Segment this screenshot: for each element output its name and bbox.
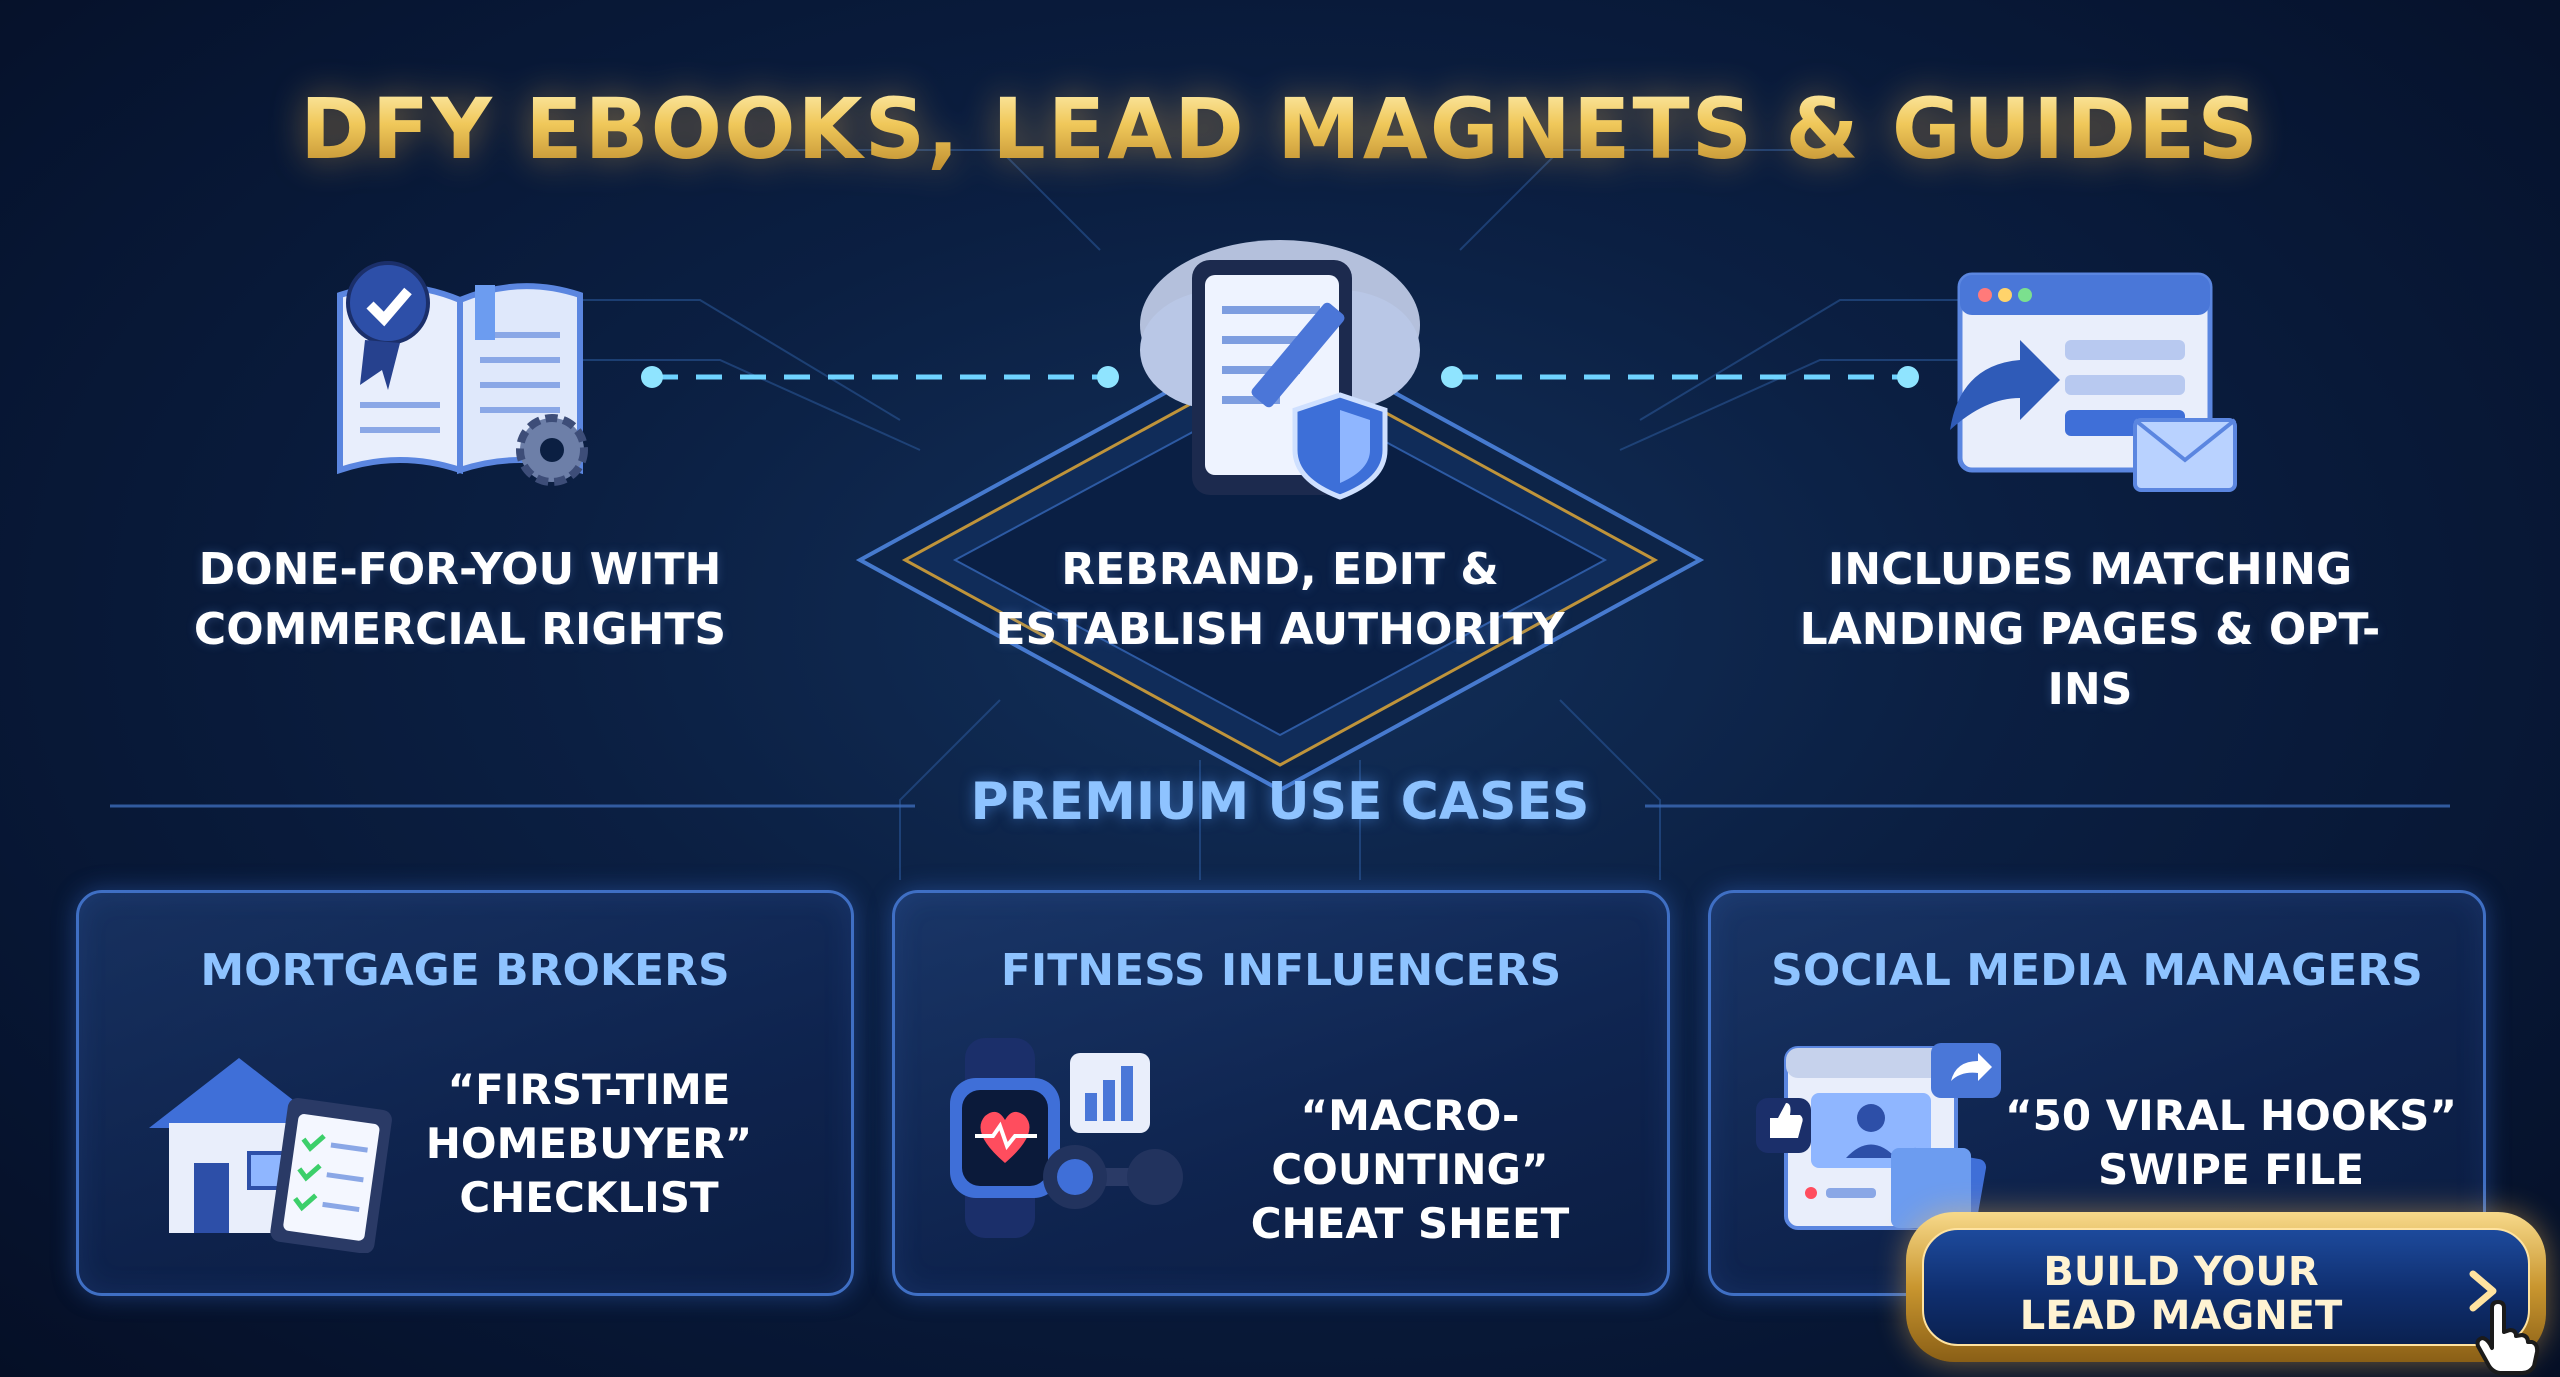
card-title: MORTGAGE BROKERS	[200, 945, 730, 996]
book-badge-gear-icon	[337, 261, 588, 486]
cta-inner[interactable]: BUILD YOUR LEAD MAGNET	[1922, 1228, 2530, 1346]
card-text: “MACRO-COUNTING” CHEAT SHEET	[1250, 1091, 1570, 1248]
card-title: SOCIAL MEDIA MANAGERS	[1771, 945, 2423, 996]
smartwatch-dumbbell-icon	[950, 1038, 1183, 1238]
feature-label-landing-pages: INCLUDES MATCHING LANDING PAGES & OPT-IN…	[1799, 544, 2381, 715]
social-post-icon	[1756, 1043, 2001, 1239]
card-title: FITNESS INFLUENCERS	[1000, 945, 1562, 996]
use-case-card-mortgage: MORTGAGE BROKERS “FIRST-TIME HOMEBUYER” …	[76, 890, 854, 1296]
page-title: DFY EBOOKS, LEAD MAGNETS & GUIDES	[0, 80, 2560, 178]
use-case-card-fitness: FITNESS INFLUENCERS “MACRO-COUNTING” CHE…	[892, 890, 1670, 1296]
house-checklist-icon	[149, 1058, 392, 1253]
build-lead-magnet-button[interactable]: BUILD YOUR LEAD MAGNET	[1906, 1212, 2546, 1362]
landing-page-mail-icon	[1950, 272, 2237, 492]
chip-platform	[855, 327, 1705, 793]
card-text: “FIRST-TIME HOMEBUYER” CHECKLIST	[425, 1065, 753, 1222]
hand-pointer-icon	[2475, 1300, 2540, 1375]
section-heading: PREMIUM USE CASES	[970, 772, 1590, 832]
card-text: “50 VIRAL HOOKS” SWIPE FILE	[2005, 1091, 2457, 1194]
feature-label-commercial-rights: DONE-FOR-YOU WITH COMMERCIAL RIGHTS	[193, 544, 727, 655]
tablet-cloud-shield-icon	[1140, 240, 1420, 500]
feature-label-rebrand: REBRAND, EDIT & ESTABLISH AUTHORITY	[995, 544, 1565, 655]
cta-label: BUILD YOUR LEAD MAGNET	[2019, 1249, 2343, 1339]
chevron-right-icon	[2469, 1270, 2497, 1312]
